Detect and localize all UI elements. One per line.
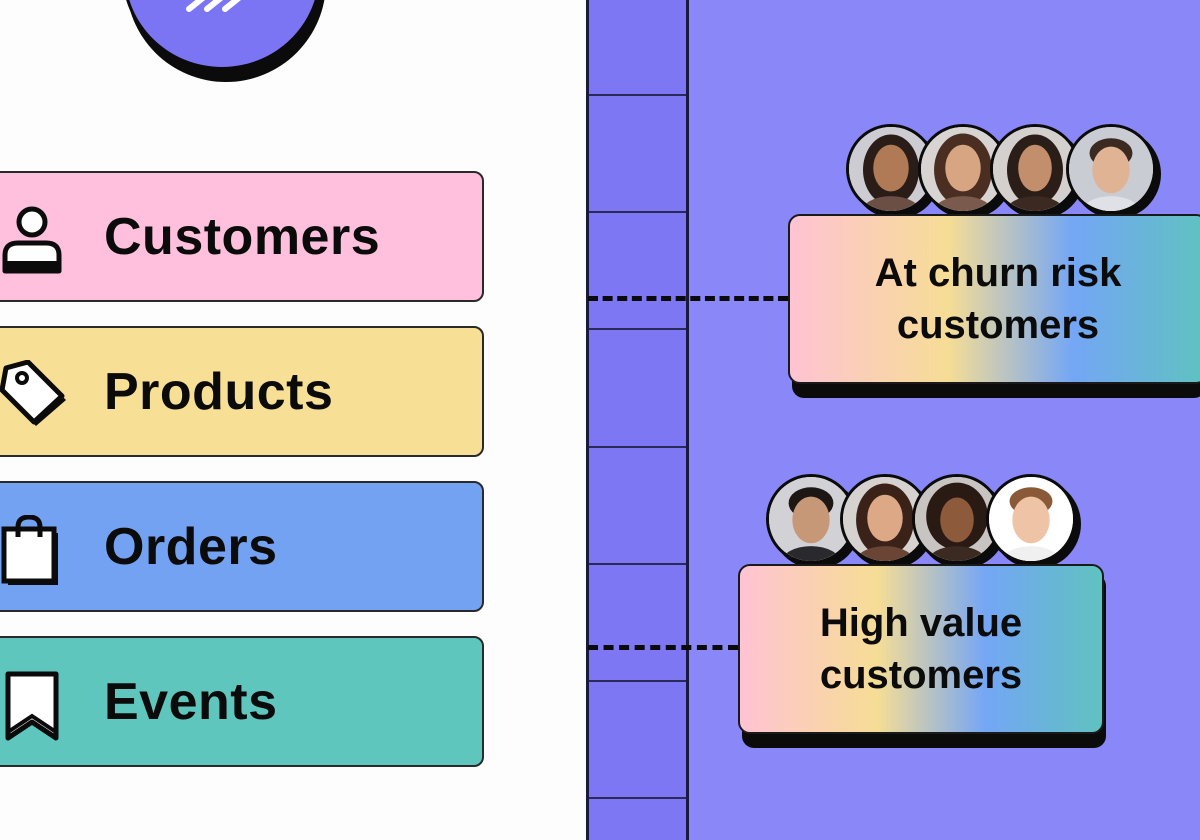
timeline-divider (589, 563, 686, 565)
segment-card-high-value[interactable]: High value customers (738, 564, 1104, 734)
menu-item-label: Orders (104, 517, 278, 576)
menu-item-products[interactable]: Products (0, 326, 484, 457)
menu-item-customers[interactable]: Customers (0, 171, 484, 302)
customer-avatar (840, 474, 930, 564)
segment-title-line: customers (896, 303, 1100, 347)
segment-card-churn-risk[interactable]: At churn risk customers (788, 214, 1200, 384)
segment-title-line: At churn risk (874, 251, 1122, 295)
connector-line (588, 296, 788, 301)
menu-item-label: Events (104, 672, 278, 731)
tag-icon (0, 359, 70, 430)
menu-item-label: Products (104, 362, 334, 421)
customer-avatar (1066, 124, 1156, 214)
segment-title-line: High value (819, 601, 1023, 645)
bookmark-icon (0, 670, 70, 741)
connector-line (588, 645, 738, 650)
menu-item-orders[interactable]: Orders (0, 481, 484, 612)
menu-item-label: Customers (104, 207, 381, 266)
segment-title: High value customers (810, 597, 1032, 701)
menu-item-events[interactable]: Events (0, 636, 484, 767)
timeline-divider (589, 328, 686, 330)
segment-title: At churn risk customers (865, 247, 1132, 351)
user-icon (0, 205, 70, 275)
customer-avatar (986, 474, 1076, 564)
shopping-bag-icon (0, 514, 70, 585)
timeline-divider (589, 211, 686, 213)
segment-title-line: customers (819, 653, 1023, 697)
timeline-divider (589, 680, 686, 682)
timeline-column (586, 0, 689, 840)
customer-avatar (990, 124, 1080, 214)
timeline-divider (589, 94, 686, 96)
timeline-divider (589, 446, 686, 448)
timeline-divider (589, 797, 686, 799)
